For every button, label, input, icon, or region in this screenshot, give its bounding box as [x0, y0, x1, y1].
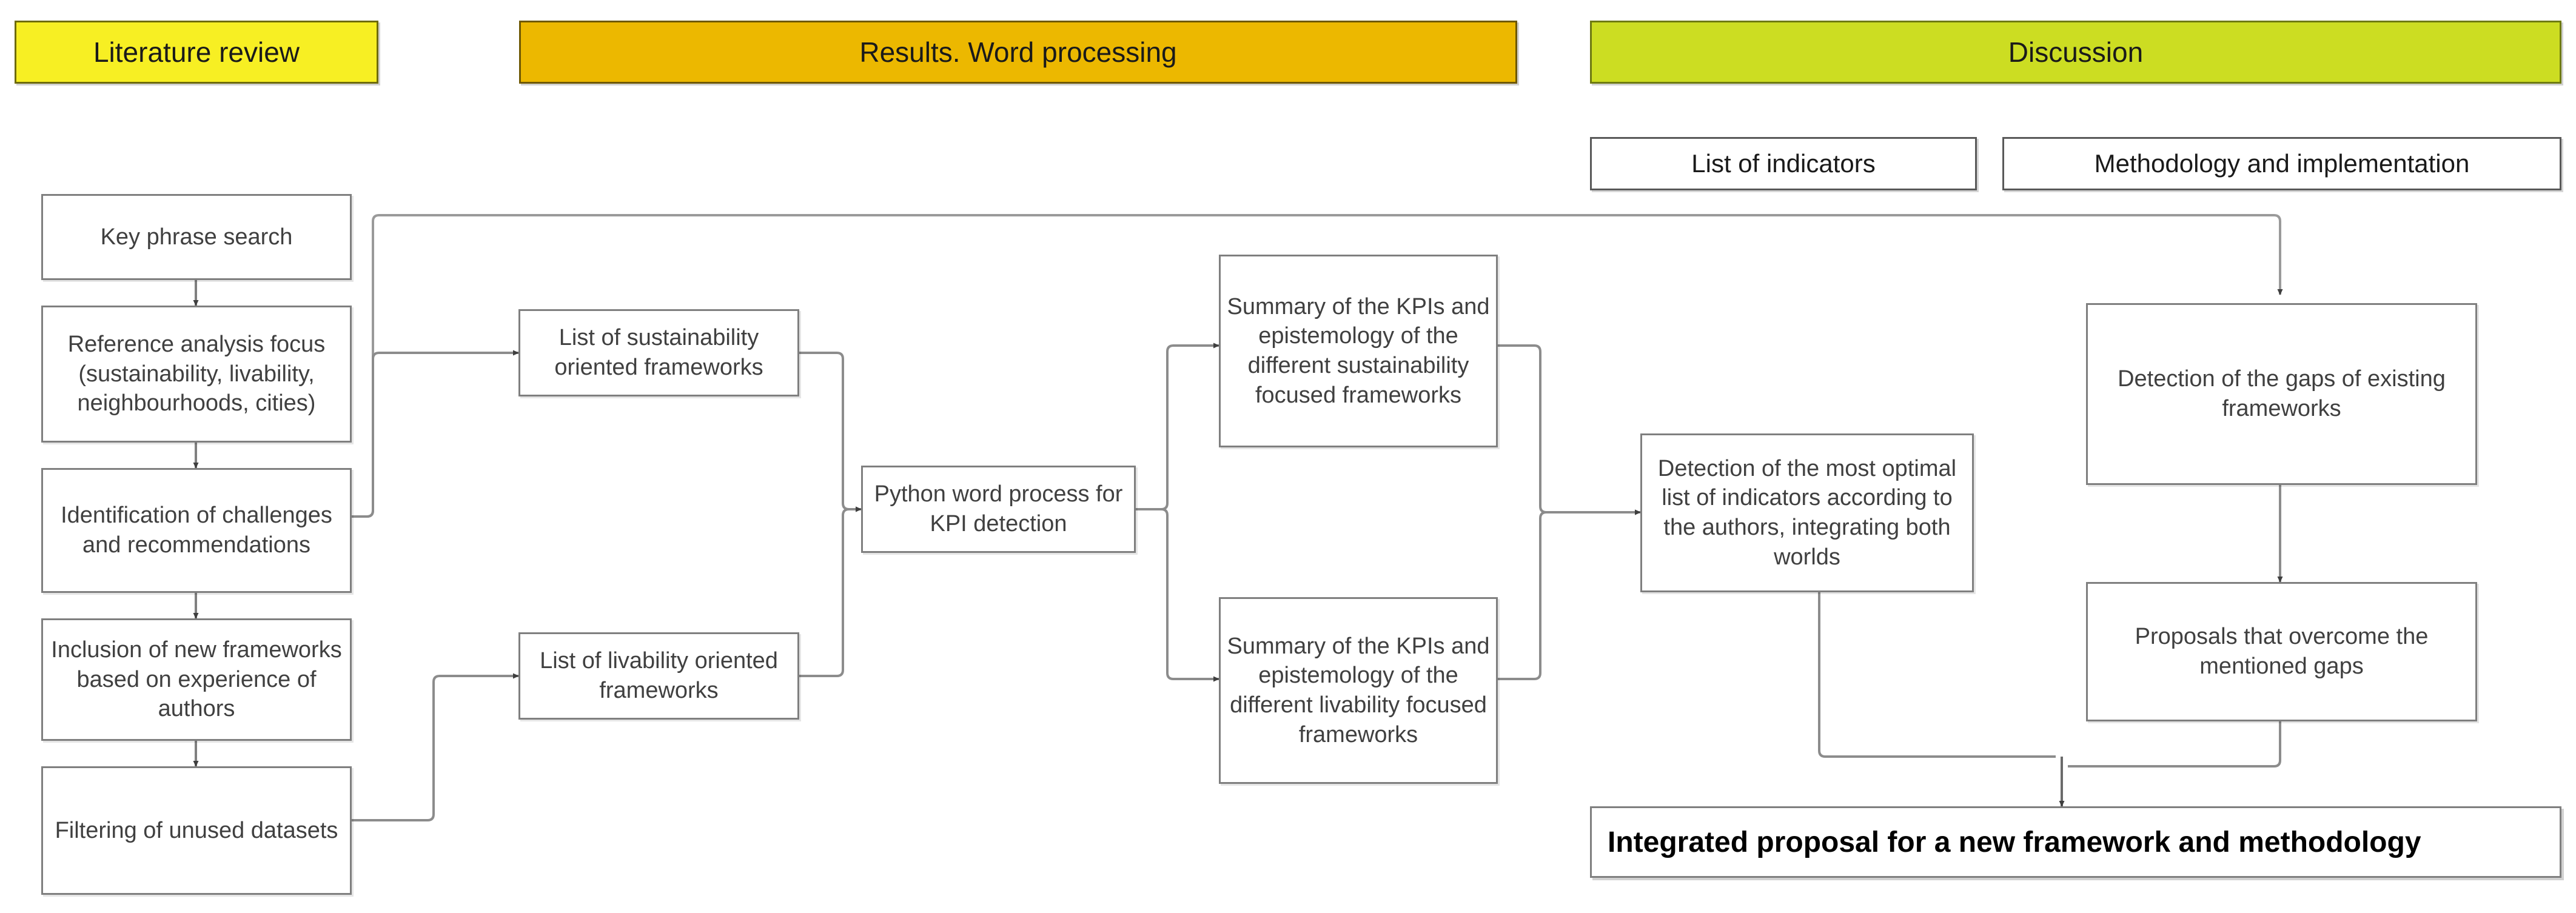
node-proposals-overcome-gaps[interactable]: Proposals that overcome the mentioned ga…: [2086, 582, 2477, 721]
node-summary-kpis-livability-label: Summary of the KPIs and epistemology of …: [1227, 633, 1490, 747]
node-summary-kpis-sustainability-label: Summary of the KPIs and epistemology of …: [1227, 293, 1490, 408]
subbox-indicators-label: List of indicators: [1691, 149, 1876, 178]
banner-results-label: Results. Word processing: [859, 36, 1177, 68]
banner-literature-label: Literature review: [93, 36, 300, 68]
node-filtering-of-unused-datasets-label: Filtering of unused datasets: [55, 817, 338, 843]
wire-summary-sustainability-to-optimal: [1498, 344, 1641, 515]
wire-optimal-to-final: [1818, 591, 2056, 758]
node-summary-kpis-livability[interactable]: Summary of the KPIs and epistemology of …: [1219, 597, 1498, 784]
banner-results: Results. Word processing: [519, 21, 1517, 84]
node-summary-kpis-sustainability[interactable]: Summary of the KPIs and epistemology of …: [1219, 255, 1498, 447]
banner-discussion-label: Discussion: [2008, 36, 2144, 68]
node-python-word-process-label: Python word process for KPI detection: [874, 481, 1123, 537]
wire-challenges-to-sustainability: [352, 350, 519, 518]
node-optimal-list-of-indicators[interactable]: Detection of the most optimal list of in…: [1640, 433, 1974, 592]
node-inclusion-of-new-frameworks-label: Inclusion of new frameworks based on exp…: [51, 637, 342, 722]
node-list-sustainability-frameworks[interactable]: List of sustainability oriented framewor…: [518, 309, 799, 396]
subbox-methodology-label: Methodology and implementation: [2094, 149, 2470, 178]
subbox-list-of-indicators[interactable]: List of indicators: [1590, 137, 1977, 190]
wire-summary-livability-to-optimal: [1498, 509, 1641, 680]
node-list-livability-frameworks[interactable]: List of livability oriented frameworks: [518, 632, 799, 720]
wire-filtering-to-livability: [352, 673, 519, 821]
node-python-word-process[interactable]: Python word process for KPI detection: [861, 466, 1136, 553]
banner-literature-review: Literature review: [15, 21, 378, 84]
node-identification-of-challenges[interactable]: Identification of challenges and recomme…: [41, 468, 352, 593]
node-key-phrase-search-label: Key phrase search: [100, 224, 293, 250]
node-key-phrase-search[interactable]: Key phrase search: [41, 194, 352, 280]
node-inclusion-of-new-frameworks[interactable]: Inclusion of new frameworks based on exp…: [41, 618, 352, 741]
node-list-sustainability-label: List of sustainability oriented framewor…: [554, 325, 763, 380]
wire-python-to-summary-sustainability: [1136, 343, 1219, 510]
wire-sustainability-to-python: [799, 352, 862, 512]
node-reference-analysis-focus[interactable]: Reference analysis focus (sustainability…: [41, 306, 352, 443]
node-detection-of-gaps-label: Detection of the gaps of existing framew…: [2118, 366, 2446, 421]
banner-discussion: Discussion: [1590, 21, 2561, 84]
node-integrated-proposal-label: Integrated proposal for a new framework …: [1608, 826, 2421, 858]
node-list-livability-label: List of livability oriented frameworks: [540, 648, 778, 703]
subbox-methodology-implementation[interactable]: Methodology and implementation: [2002, 137, 2561, 190]
wire-python-to-summary-livability: [1136, 508, 1219, 682]
node-identification-of-challenges-label: Identification of challenges and recomme…: [61, 503, 332, 558]
wire-proposals-to-final: [2068, 721, 2281, 768]
node-proposals-overcome-gaps-label: Proposals that overcome the mentioned ga…: [2135, 624, 2429, 679]
node-integrated-proposal[interactable]: Integrated proposal for a new framework …: [1590, 806, 2561, 878]
node-detection-of-gaps[interactable]: Detection of the gaps of existing framew…: [2086, 303, 2477, 485]
node-filtering-of-unused-datasets[interactable]: Filtering of unused datasets: [41, 766, 352, 895]
node-optimal-list-of-indicators-label: Detection of the most optimal list of in…: [1657, 455, 1957, 570]
wire-livability-to-python: [799, 506, 862, 677]
node-reference-analysis-focus-label: Reference analysis focus (sustainability…: [67, 332, 326, 416]
